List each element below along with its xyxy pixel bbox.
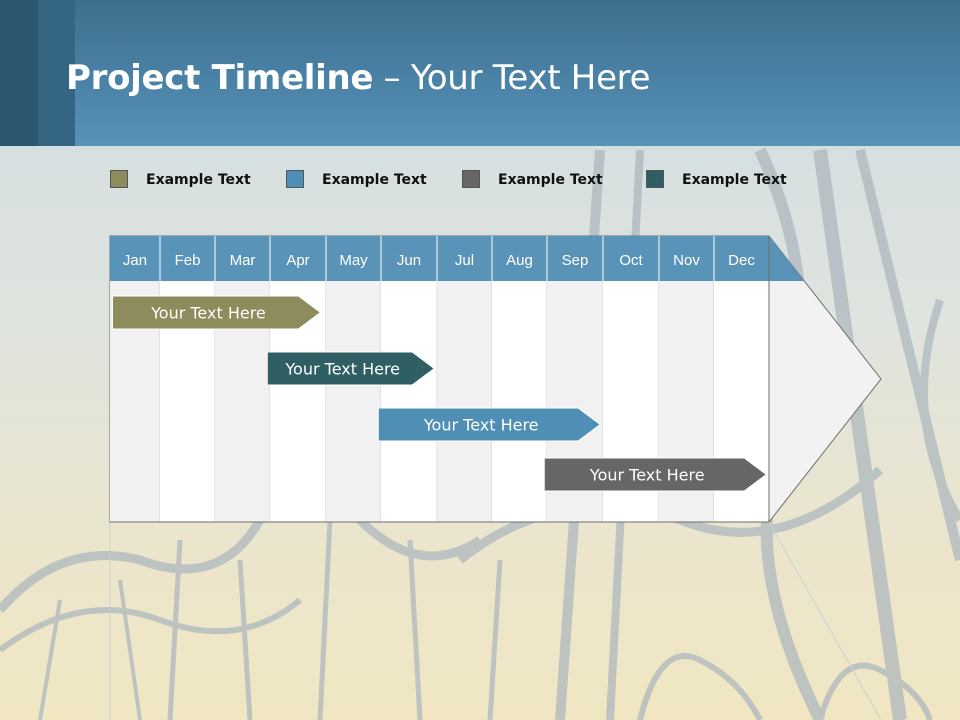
- month-label: Apr: [286, 252, 309, 269]
- task-bar-label: Your Text Here: [284, 360, 400, 379]
- month-label: Oct: [619, 252, 643, 269]
- task-bar: [543, 457, 768, 492]
- task-bar-label: Your Text Here: [589, 466, 705, 485]
- month-column: [326, 281, 381, 522]
- page-title: Project Timeline – Your Text Here: [66, 58, 651, 98]
- task-bar: [266, 351, 436, 386]
- header-accent-strip: [0, 0, 38, 146]
- title-bold: Project Timeline: [66, 58, 374, 98]
- month-label: Mar: [230, 252, 256, 269]
- legend-label: Example Text: [146, 172, 251, 188]
- month-label: Jun: [397, 252, 421, 269]
- legend-swatch: [646, 170, 664, 188]
- month-label: Nov: [673, 252, 700, 269]
- title-rest: – Your Text Here: [373, 58, 651, 98]
- month-column: [437, 281, 492, 522]
- month-label: Sep: [562, 252, 589, 269]
- month-label: Jul: [455, 252, 474, 269]
- guide-line: [109, 521, 882, 720]
- month-column: [492, 281, 547, 522]
- month-header-band: [110, 236, 805, 281]
- legend-label: Example Text: [322, 172, 427, 188]
- header-band: Project Timeline – Your Text Here: [0, 0, 960, 146]
- legend-label: Example Text: [682, 172, 787, 188]
- month-label: May: [339, 252, 368, 269]
- task-bar: [112, 295, 322, 330]
- legend-swatch: [462, 170, 480, 188]
- task-bar-label: Your Text Here: [423, 416, 539, 435]
- month-label: Dec: [728, 252, 755, 269]
- legend-label: Example Text: [498, 172, 603, 188]
- header-accent-strip: [38, 0, 75, 146]
- legend-swatch: [286, 170, 304, 188]
- task-bar-label: Your Text Here: [150, 304, 266, 323]
- task-bar: [377, 407, 602, 442]
- legend-swatch: [110, 170, 128, 188]
- month-label: Jan: [123, 252, 147, 269]
- month-label: Aug: [506, 252, 533, 269]
- month-column: [381, 281, 437, 522]
- month-label: Feb: [175, 252, 201, 269]
